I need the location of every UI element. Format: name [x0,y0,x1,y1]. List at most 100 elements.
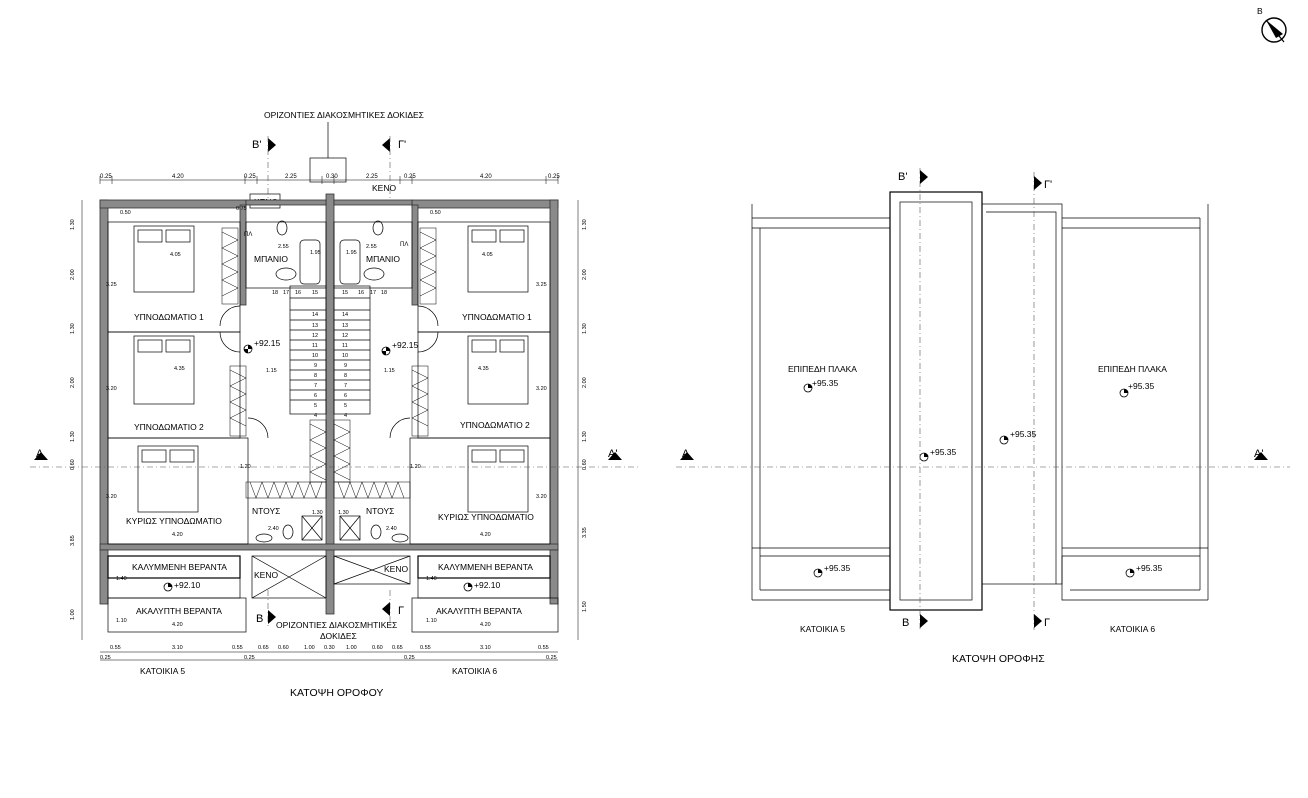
dim-master-w-left: 4.20 [172,532,183,538]
roof-unit5-label: ΚΑΤΟΙΚΙΑ 5 [800,624,845,634]
veranda-level-left-text: +92.10 [174,580,201,590]
linen-right: ΠΛ [400,242,408,248]
shower-right-label: ΝΤΟΥΣ [366,506,394,516]
floor-plan: ΟΡΙΖΟΝΤΙΕΣ ΔΙΑΚΟΣΜΗΤΙΚΕΣ ΔΟΚΙΔΕΣ 0.25 4.… [30,110,640,699]
dim-hall-right: 1.15 [384,368,395,374]
stair-r-13: 13 [342,323,348,329]
dim-bottom-10: 0.55 [420,645,431,651]
dim-veranda-h1-right: 1.40 [426,576,437,582]
bottom-dimensions: 0.55 3.10 0.55 0.65 0.60 1.00 0.30 1.00 … [100,645,558,661]
dim-closet-h-left: 1.20 [240,464,251,470]
bottom-note-line1: ΟΡΙΖΟΝΤΙΕΣ ΔΙΑΚΟΣΜΗΤΙΚΕΣ [276,620,397,630]
section-markers-bottom: B Γ [256,590,404,628]
dim-top-2: 0.25 [244,174,256,180]
stair-l-14: 14 [312,312,318,318]
stair-r-6: 6 [344,393,347,399]
stair-l-12: 12 [312,333,318,339]
dim-master-w-right: 4.20 [480,532,491,538]
roof-section-a-prime: A' [1254,448,1263,460]
stair-r-17: 17 [370,290,376,296]
stair-r-9: 9 [344,363,347,369]
top-note: ΟΡΙΖΟΝΤΙΕΣ ΔΙΑΚΟΣΜΗΤΙΚΕΣ ΔΟΚΙΔΕΣ [264,110,424,120]
stair-l-15: 15 [312,290,318,296]
covered-veranda-right: ΚΑΛΥΜΜΕΝΗ ΒΕΡΑΝΤΑ [438,562,533,572]
stair-l-11: 11 [312,343,318,349]
section-g-bottom: Γ [398,605,404,617]
dim-right-5: 0.60 [582,459,588,470]
stair-r-16: 16 [358,290,364,296]
bed-right-2 [467,335,529,405]
dim-bed1-h-right: 3.25 [536,282,547,288]
dim-shower-h-left: 1.30 [312,510,323,516]
bed-right-3 [467,445,529,513]
stair-l-5: 5 [314,403,317,409]
dim-bottom-11: 3.10 [480,645,491,651]
dim-bottom-1: 3.10 [172,645,183,651]
dim-left-7: 1.00 [70,609,76,620]
stair-r-15: 15 [342,290,348,296]
dim-shower-left: 2.40 [268,526,279,532]
shower-left-label: ΝΤΟΥΣ [252,506,280,516]
stair-r-14: 14 [342,312,348,318]
dim-bottom-5: 1.00 [304,645,315,651]
dim-shower-right: 2.40 [386,526,397,532]
doors [219,305,439,439]
dim-top-8: 0.25 [548,174,560,180]
bedroom2-left-label: ΥΠΝΟΔΩΜΑΤΙΟ 2 [134,422,204,432]
roof-level-4: +95.35 [999,429,1037,445]
bedroom1-right-label: ΥΠΝΟΔΩΜΑΤΙΟ 1 [462,312,532,322]
roof-plan-title: ΚΑΤΟΨΗ ΟΡΟΦΗΣ [952,653,1045,665]
dim-top-0: 0.25 [100,174,112,180]
veranda-level-left: +92.10 [163,580,201,592]
covered-veranda-left: ΚΑΛΥΜΜΕΝΗ ΒΕΡΑΝΤΑ [132,562,227,572]
dim-bath-h-left: 1.95 [310,250,321,256]
roof-level-6-text: +95.35 [1136,563,1163,573]
dim-left-0: 1.30 [70,219,76,230]
stair-l-16: 16 [295,290,301,296]
dim-top-6: 0.25 [404,174,416,180]
roof-level-2-text: +95.35 [1128,381,1155,391]
north-arrow: B [1257,6,1287,43]
void-top-right: ΚΕΝΟ [372,183,396,193]
roof-level-5-text: +95.35 [824,563,851,573]
dim-top-4: 0.30 [326,174,338,180]
stair-r-4: 4 [344,413,347,419]
dim-top-5: 2.25 [366,174,378,180]
dim-right-6: 3.35 [582,527,588,538]
dim-master-h-right: 3.20 [536,494,547,500]
stair-l-6: 6 [314,393,317,399]
roof-unit6-label: ΚΑΤΟΙΚΙΑ 6 [1110,624,1155,634]
dim-bottom-12: 0.55 [538,645,549,651]
void-bottom-left: ΚΕΝΟ [254,570,278,580]
bottom-note-line2: ΔΟΚΙΔΕΣ [320,631,357,641]
roof-level-3: +95.35 [919,447,957,462]
dim-bottom-2: 0.55 [232,645,243,651]
level-marker-left: +92.15 [243,338,281,354]
flat-slab-right: ΕΠΙΠΕΔΗ ΠΛΑΚΑ [1098,364,1167,374]
dim-bottom-3: 0.65 [258,645,269,651]
stair-r-18: 18 [381,290,387,296]
dim-left-1: 2.00 [70,269,76,280]
section-b-bottom: B [256,613,263,625]
stair-l-10: 10 [312,353,318,359]
dim-top-7: 4.20 [480,174,492,180]
closets [221,227,437,499]
level-right-text: +92.15 [392,340,419,350]
void-bottom-right: ΚΕΝΟ [384,564,408,574]
unit5-label: ΚΑΤΟΙΚΙΑ 5 [140,666,185,676]
roof-level-4-text: +95.35 [1010,429,1037,439]
section-markers-a: A A' [30,448,640,468]
dim-veranda-w-left: 4.20 [172,622,183,628]
dim-bed2-w-left: 4.35 [174,366,185,372]
dim-bottom2-3: 0.25 [546,655,557,661]
dim-bottom-0: 0.55 [110,645,121,651]
stair-l-13: 13 [312,323,318,329]
stair-l-8: 8 [314,373,317,379]
dim-wall-075: 0.75 [236,206,247,212]
stair-r-10: 10 [342,353,348,359]
dim-veranda-w-right: 4.20 [480,622,491,628]
roof-level-3-text: +95.35 [930,447,957,457]
dim-veranda-h1-left: 1.40 [116,576,127,582]
roof-section-markers: B' Γ' B Γ A A' [676,168,1290,630]
master-right-label: ΚΥΡΙΩΣ ΥΠΝΟΔΩΜΑΤΙΟ [438,512,534,522]
